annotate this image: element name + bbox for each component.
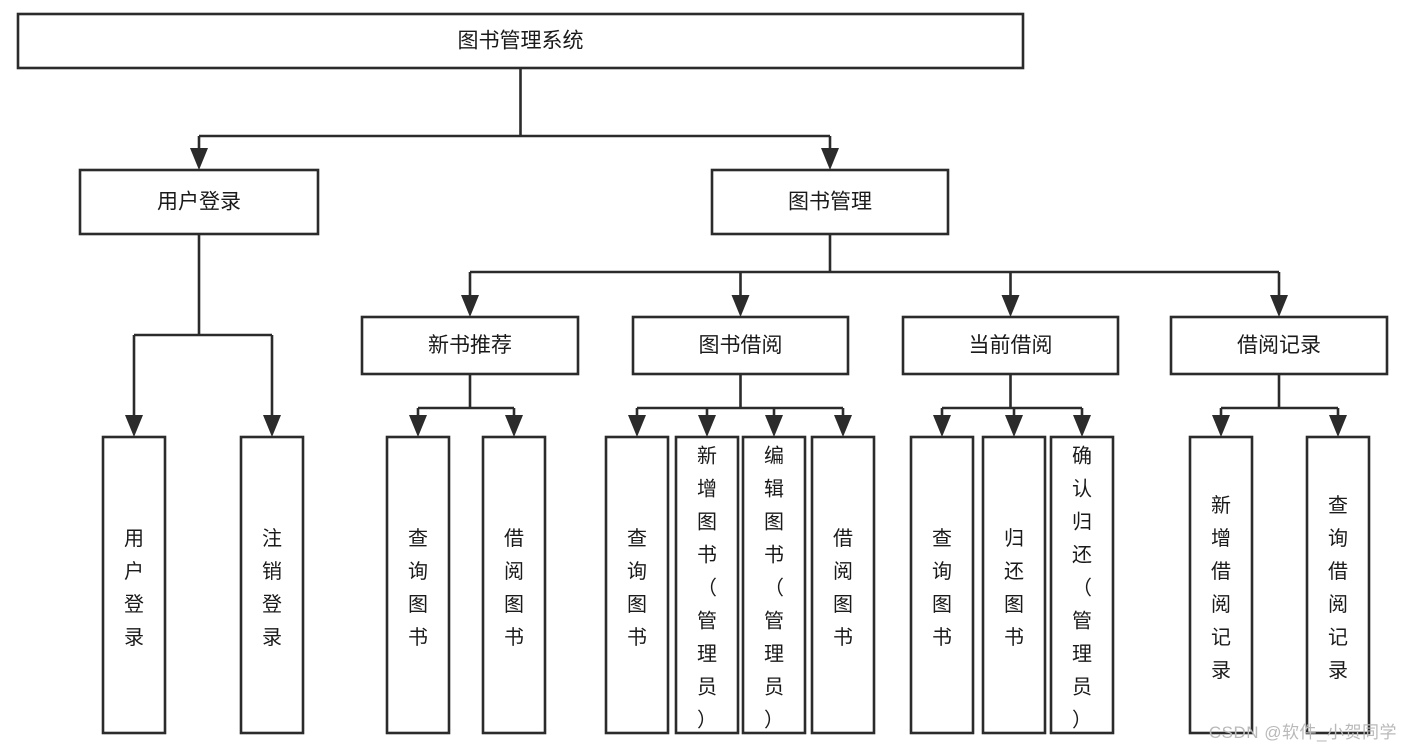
- node-label: 图书管理: [788, 191, 872, 214]
- leaf-node-编辑图书管理员[interactable]: 编辑图书（管理员）: [741, 435, 807, 735]
- node-box-编辑图书管理员[interactable]: [741, 435, 807, 735]
- node-label: 当前借阅: [969, 334, 1053, 357]
- leaf-node-注销登录[interactable]: 注销登录: [239, 435, 305, 735]
- arrow-head-icon: [505, 415, 523, 437]
- node-box-图书管理系统[interactable]: [16, 12, 1025, 70]
- leaf-node-借阅图书[interactable]: 借阅图书: [481, 435, 547, 735]
- node-label: 借阅图书: [833, 527, 853, 649]
- level3-node-借阅记录[interactable]: 借阅记录: [1169, 315, 1389, 376]
- arrow-head-icon: [765, 415, 783, 437]
- arrow-head-icon: [1001, 295, 1020, 317]
- node-label: 查询图书: [932, 527, 952, 649]
- level3-node-图书借阅[interactable]: 图书借阅: [631, 315, 850, 376]
- arrow-head-icon: [263, 415, 281, 437]
- leaf-node-用户登录[interactable]: 用户登录: [101, 435, 167, 735]
- leaf-node-查询借阅记录[interactable]: 查询借阅记录: [1305, 435, 1371, 735]
- node-label: 确认归还（管理员）: [1072, 445, 1092, 732]
- node-box-查询图书[interactable]: [909, 435, 975, 735]
- node-box-注销登录[interactable]: [239, 435, 305, 735]
- arrow-head-icon: [409, 415, 427, 437]
- node-box-查询图书[interactable]: [385, 435, 451, 735]
- node-box-查询图书[interactable]: [604, 435, 670, 735]
- node-label: 新书推荐: [428, 334, 512, 357]
- node-box-用户登录[interactable]: [101, 435, 167, 735]
- node-box-查询借阅记录[interactable]: [1305, 435, 1371, 735]
- level3-node-当前借阅[interactable]: 当前借阅: [901, 315, 1120, 376]
- leaf-node-新增借阅记录[interactable]: 新增借阅记录: [1188, 435, 1254, 735]
- level3-node-新书推荐[interactable]: 新书推荐: [360, 315, 580, 376]
- arrow-head-icon: [1329, 415, 1347, 437]
- node-label: 查询图书: [627, 527, 647, 649]
- arrow-head-icon: [1270, 295, 1288, 317]
- node-box-借阅图书[interactable]: [481, 435, 547, 735]
- arrow-head-icon: [821, 148, 839, 170]
- node-label: 注销登录: [262, 527, 282, 649]
- node-box-借阅图书[interactable]: [810, 435, 876, 735]
- root-node-图书管理系统[interactable]: 图书管理系统: [16, 12, 1025, 70]
- node-label: 用户登录: [124, 528, 144, 649]
- node-label: 用户登录: [157, 191, 241, 214]
- node-box-新书推荐[interactable]: [360, 315, 580, 376]
- leaf-node-新增图书管理员[interactable]: 新增图书（管理员）: [674, 435, 740, 735]
- node-label: 查询图书: [408, 527, 428, 649]
- node-label: 借阅图书: [504, 527, 524, 649]
- node-box-用户登录[interactable]: [78, 168, 320, 236]
- node-label: 查询借阅记录: [1328, 494, 1348, 682]
- arrow-head-icon: [933, 415, 951, 437]
- node-box-归还图书[interactable]: [981, 435, 1047, 735]
- arrow-head-icon: [698, 415, 716, 437]
- csdn-watermark: CSDN @软件_小贺同学: [1208, 723, 1397, 742]
- level2-node-用户登录[interactable]: 用户登录: [78, 168, 320, 236]
- leaf-node-归还图书[interactable]: 归还图书: [981, 435, 1047, 735]
- arrow-head-icon: [1073, 415, 1091, 437]
- arrow-head-icon: [834, 415, 852, 437]
- node-label: 借阅记录: [1237, 334, 1321, 357]
- leaf-node-查询图书[interactable]: 查询图书: [909, 435, 975, 735]
- arrow-head-icon: [1212, 415, 1230, 437]
- level2-node-图书管理[interactable]: 图书管理: [710, 168, 950, 236]
- leaf-node-借阅图书[interactable]: 借阅图书: [810, 435, 876, 735]
- arrow-head-icon: [1005, 415, 1023, 437]
- arrow-head-icon: [461, 295, 479, 317]
- node-label: 新增借阅记录: [1211, 494, 1231, 682]
- arrow-head-icon: [125, 415, 143, 437]
- node-label: 图书管理系统: [458, 30, 584, 53]
- node-label: 新增图书（管理员）: [697, 445, 717, 732]
- node-box-新增图书管理员[interactable]: [674, 435, 740, 735]
- node-label: 图书借阅: [699, 334, 783, 357]
- node-label: 归还图书: [1004, 527, 1024, 649]
- node-box-新增借阅记录[interactable]: [1188, 435, 1254, 735]
- arrow-head-icon: [628, 415, 646, 437]
- leaf-node-确认归还管理员[interactable]: 确认归还（管理员）: [1049, 435, 1115, 735]
- node-box-当前借阅[interactable]: [901, 315, 1120, 376]
- arrow-head-icon: [731, 295, 750, 317]
- leaf-node-查询图书[interactable]: 查询图书: [385, 435, 451, 735]
- node-label: 编辑图书（管理员）: [764, 445, 784, 732]
- arrow-head-icon: [190, 148, 208, 170]
- leaf-node-查询图书[interactable]: 查询图书: [604, 435, 670, 735]
